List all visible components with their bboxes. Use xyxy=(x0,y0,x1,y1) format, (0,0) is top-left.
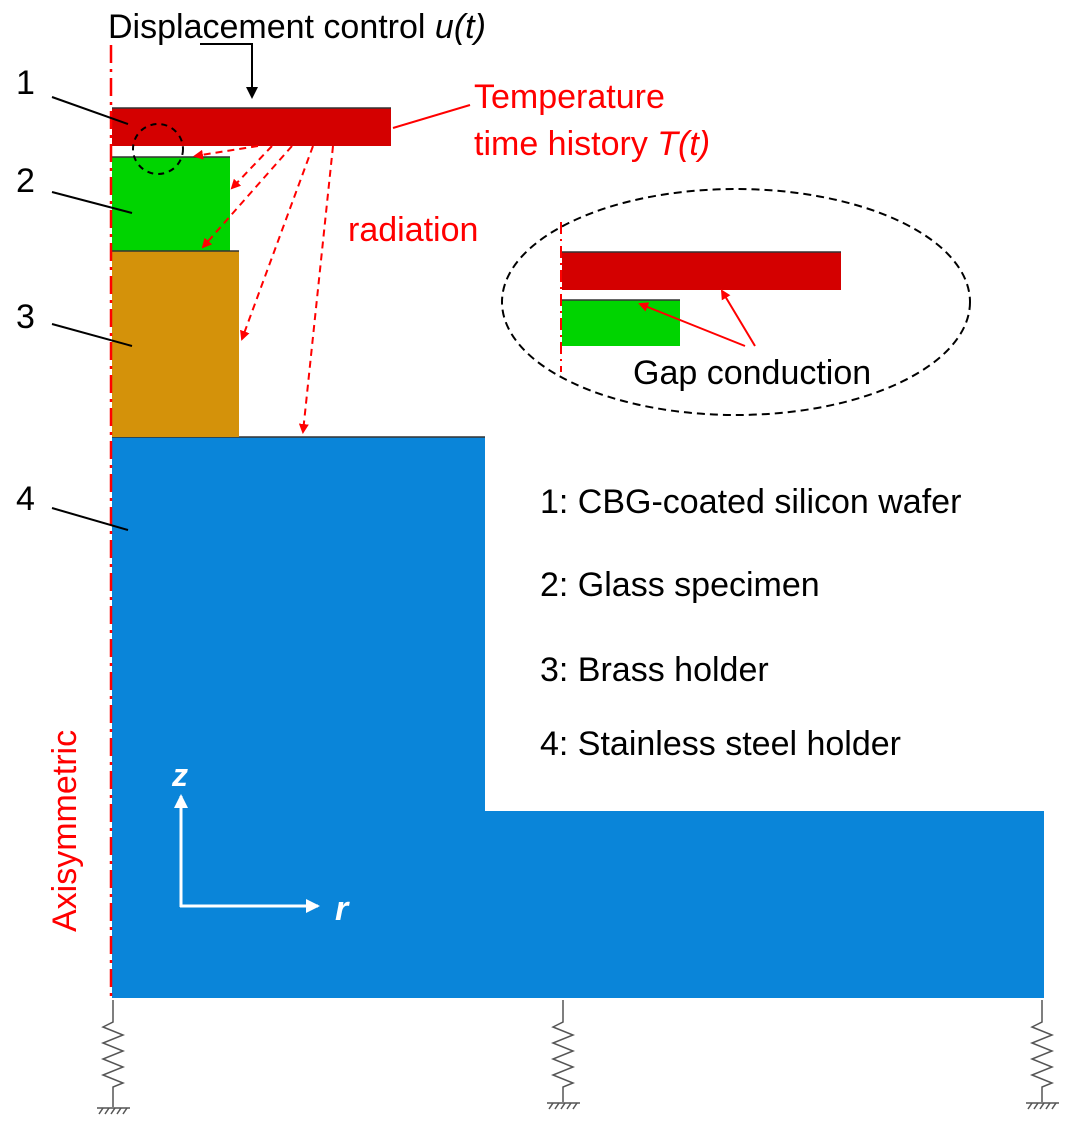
legend-item-2: 2: Glass specimen xyxy=(540,566,820,604)
gap-arrow xyxy=(720,289,756,347)
displacement-variable: u(t) xyxy=(435,8,486,46)
axisymmetric-label: Axisymmetric xyxy=(46,730,84,932)
radiation-arrow xyxy=(240,145,314,341)
spring-left xyxy=(97,1000,130,1115)
part-leaders xyxy=(51,96,133,531)
r-axis-label: r xyxy=(335,890,350,928)
brass-holder xyxy=(112,251,239,437)
part-number-3: 3 xyxy=(16,298,35,336)
inset-glass xyxy=(562,300,680,346)
temperature-label-line2: time history T(t) xyxy=(474,125,710,163)
gap-arrow xyxy=(638,302,746,347)
temperature-label-line1: Temperature xyxy=(474,78,665,116)
stainless-steel-holder xyxy=(112,437,1044,998)
legend-item-1: 1: CBG-coated silicon wafer xyxy=(540,483,961,521)
silicon-wafer xyxy=(112,108,391,146)
temperature-variable: T(t) xyxy=(657,125,710,163)
radiation-arrow xyxy=(298,145,334,434)
radiation-arrows xyxy=(193,145,334,434)
glass-specimen xyxy=(112,157,230,251)
part-number-1: 1 xyxy=(16,64,35,102)
displacement-leader xyxy=(200,43,258,99)
displacement-prefix: Displacement control xyxy=(108,8,435,46)
legend-item-4: 4: Stainless steel holder xyxy=(540,725,901,763)
coordinate-axes xyxy=(174,794,320,913)
radiation-arrow xyxy=(201,145,293,249)
part-number-4: 4 xyxy=(16,480,35,518)
spring-middle xyxy=(547,1000,580,1110)
inset-wafer xyxy=(562,252,841,290)
contact-zoom-circle xyxy=(132,123,184,175)
radiation-label: radiation xyxy=(348,211,478,249)
part-number-2: 2 xyxy=(16,162,35,200)
displacement-control-label: Displacement control u(t) xyxy=(108,8,486,46)
inset-ellipse xyxy=(501,188,971,416)
gap-conduction-label: Gap conduction xyxy=(633,354,871,392)
temperature-prefix: time history xyxy=(474,125,657,163)
spring-supports xyxy=(97,1000,1059,1115)
z-axis-label: z xyxy=(171,757,188,793)
legend-item-3: 3: Brass holder xyxy=(540,651,769,689)
temperature-leader xyxy=(392,104,471,129)
spring-right xyxy=(1026,1000,1059,1110)
gap-conduction-inset xyxy=(501,188,971,416)
radiation-arrow xyxy=(193,145,259,160)
radiation-arrow xyxy=(230,145,273,190)
